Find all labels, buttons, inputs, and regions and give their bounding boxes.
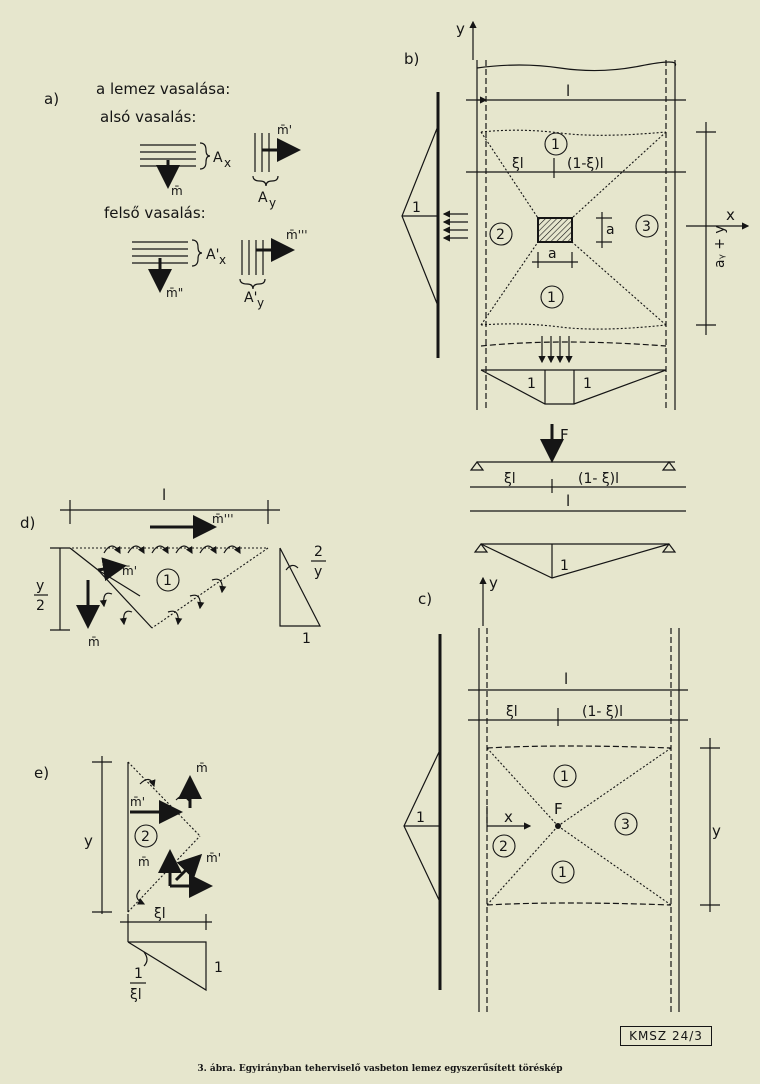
upper-ay-bars (239, 238, 295, 290)
zone-1-bottom-b: 1 (547, 290, 556, 306)
m-double-label: m̄" (166, 286, 183, 300)
zone-3-b: 3 (642, 219, 651, 235)
one-d: 1 (302, 631, 311, 647)
zone-1-bottom-c: 1 (558, 865, 567, 881)
ay-upper-label: A' (244, 290, 257, 306)
panel-d-label: d) (20, 514, 35, 532)
xi-l-beam: ξl (504, 471, 516, 487)
span-l-c: l (564, 670, 568, 688)
ax-label: A (213, 150, 223, 166)
xi-l-c: ξl (506, 704, 518, 720)
axis-y-label-c: y (489, 574, 498, 592)
lower-reinforcement-label: alsó vasalás: (100, 108, 196, 126)
panel-b: b) y l ξl (1-ξ)l 1 2 3 1 (401, 20, 750, 410)
panel-c-label: c) (418, 590, 432, 608)
ay-plus-y-label: aᵧ + y (712, 225, 728, 268)
span-l-d: l (162, 486, 166, 504)
one-minus-xi-l-b: (1-ξ)l (567, 156, 604, 172)
loaded-area (537, 217, 573, 243)
panel-b-label: b) (404, 50, 419, 68)
panel-c: c) y l ξl (1- ξ)l F 1 2 3 1 x (403, 574, 721, 1012)
m-prime-right-e: m̄' (206, 851, 221, 865)
upper-ax-bars (132, 239, 203, 293)
xi-l-e: ξl (154, 906, 166, 922)
ay-label: A (258, 190, 268, 206)
slope-2-num: 2 (314, 544, 323, 560)
half-y-numerator: y (36, 578, 44, 594)
span-l-beam: l (566, 492, 570, 510)
force-f-beam: F (560, 426, 569, 444)
panel-a-label: a) (44, 90, 59, 108)
half-y-denominator: 2 (36, 598, 45, 614)
top-moment-curls (99, 545, 241, 626)
axis-x-label-b: x (726, 206, 735, 224)
zone-2-e: 2 (141, 829, 150, 845)
span-l-b: l (566, 82, 570, 100)
axis-x-label-c: x (504, 808, 513, 826)
zone-1-top-b: 1 (551, 137, 560, 153)
catalog-stamp: KMSZ 24/3 (620, 1026, 712, 1046)
zone-1-d: 1 (163, 573, 172, 589)
upper-reinforcement-label: felső vasalás: (104, 204, 206, 222)
ax-upper-subscript: x (219, 253, 226, 267)
xi-l-b: ξl (512, 156, 524, 172)
ax-upper-label: A' (206, 247, 219, 263)
panel-e-label: e) (34, 764, 49, 782)
a-dim-horizontal: a (548, 246, 557, 262)
panel-a: a) a lemez vasalása: alsó vasalás: A x m… (44, 80, 308, 310)
lower-ay-bars (252, 133, 301, 187)
y-dim-c: y (712, 822, 721, 840)
m-prime-label-d: m̄' (122, 564, 137, 578)
ax-subscript: x (224, 156, 231, 170)
slope-1-num-e: 1 (134, 966, 143, 982)
beam-moment-one: 1 (560, 558, 569, 574)
a-dim-vertical: a (606, 222, 615, 238)
m-bar-label-d: m̄ (88, 635, 100, 649)
ay-subscript: y (269, 196, 276, 210)
zone-3-c: 3 (621, 817, 630, 833)
slope-xi-l-den-e: ξl (130, 987, 142, 1003)
panel-a-title: a lemez vasalása: (96, 80, 230, 98)
m-bar-mid-e: m̄ (138, 855, 150, 869)
moment-one-c: 1 (416, 810, 425, 826)
zone-2-b: 2 (496, 227, 505, 243)
m-prime-label-lower: m̄' (277, 123, 292, 137)
one-minus-xi-l-c: (1- ξ)l (582, 704, 623, 720)
zone-2-c: 2 (499, 839, 508, 855)
slope-y-den: y (314, 564, 322, 580)
m-bar-top-e: m̄ (196, 761, 208, 775)
m-triple-label-a: m̄''' (286, 228, 308, 242)
m-prime-left-e: m̄' (130, 795, 145, 809)
panel-e: e) y 2 m̄ m̄' m̄ m̄' ξl 1 1 ξl (34, 756, 223, 1003)
m-bar-label-lower: m̄ (171, 184, 183, 198)
moment-one-br-b: 1 (583, 376, 592, 392)
axis-y-label-b: y (456, 20, 465, 38)
lower-ax-bars (140, 142, 211, 189)
y-dim-e: y (84, 832, 93, 850)
one-e: 1 (214, 960, 223, 976)
panel-d: d) l m̄''' 1 m̄' m̄ (20, 486, 326, 649)
zone-1-top-c: 1 (560, 769, 569, 785)
ay-upper-subscript: y (257, 296, 264, 310)
one-minus-xi-l-beam: (1- ξ)l (578, 471, 619, 487)
force-f-c: F (554, 800, 563, 818)
m-triple-label-d: m̄''' (212, 512, 234, 526)
moment-one-bl-b: 1 (527, 376, 536, 392)
beam-diagram: F ξl (1- ξ)l l 1 (469, 424, 686, 579)
figure-caption: 3. ábra. Egyirányban teherviselő vasbeto… (197, 1064, 563, 1074)
moment-one-left-b: 1 (412, 200, 421, 216)
